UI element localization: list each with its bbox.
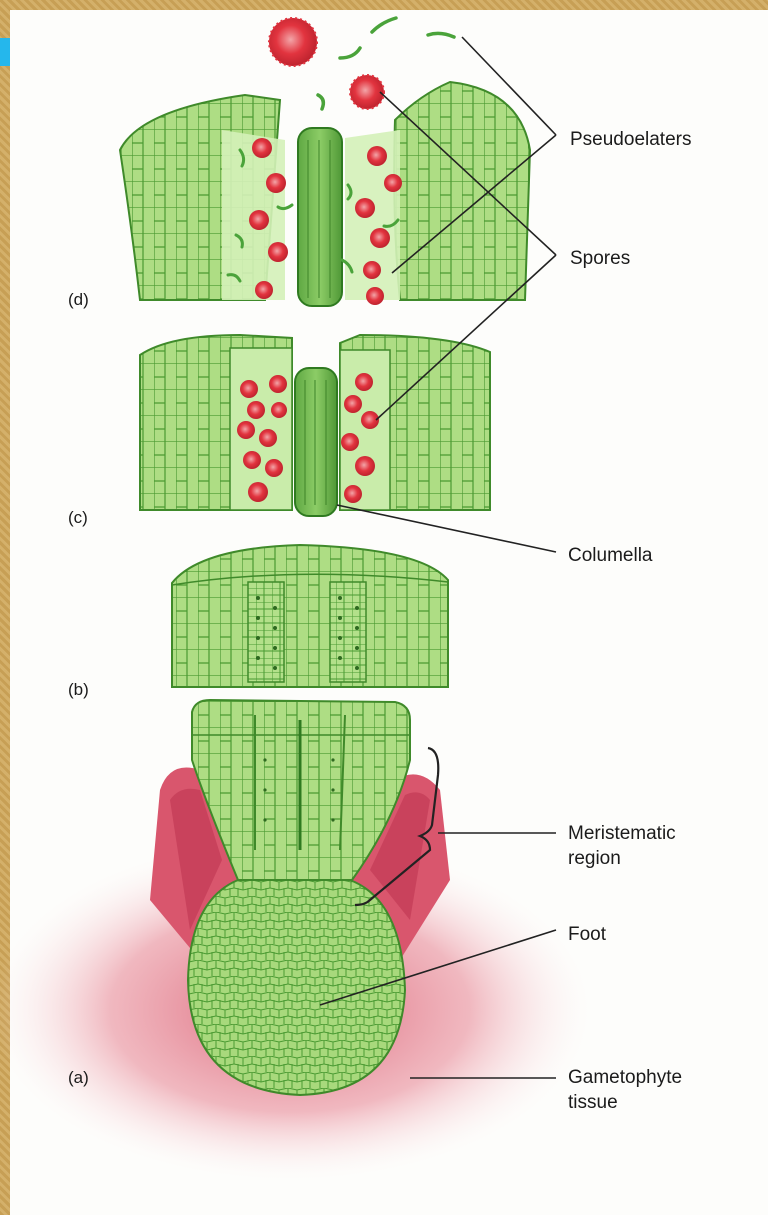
columella-c (295, 368, 337, 516)
panel-a-illustration (0, 700, 590, 1180)
label-meristematic-line2: region (568, 848, 621, 869)
panel-label-b: (b) (68, 680, 89, 699)
panel-label-d: (d) (68, 290, 89, 309)
label-meristematic-line1: Meristematic (568, 823, 676, 844)
panel-label-c: (c) (68, 508, 88, 527)
label-columella: Columella (568, 545, 653, 566)
panel-label-a: (a) (68, 1068, 89, 1087)
label-pseudoelaters: Pseudoelaters (570, 129, 691, 150)
label-foot: Foot (568, 924, 607, 945)
panel-c-illustration (140, 335, 490, 516)
panel-d-illustration (120, 82, 530, 306)
label-spores: Spores (570, 248, 630, 269)
labels: Pseudoelaters Spores Columella Meristema… (568, 129, 691, 1113)
label-gametophyte-line2: tissue (568, 1092, 618, 1113)
panel-b-illustration (172, 545, 448, 687)
columella-d (298, 128, 342, 306)
label-gametophyte-line1: Gametophyte (568, 1067, 682, 1088)
leader-columella (337, 505, 556, 552)
released-spores (269, 18, 384, 109)
